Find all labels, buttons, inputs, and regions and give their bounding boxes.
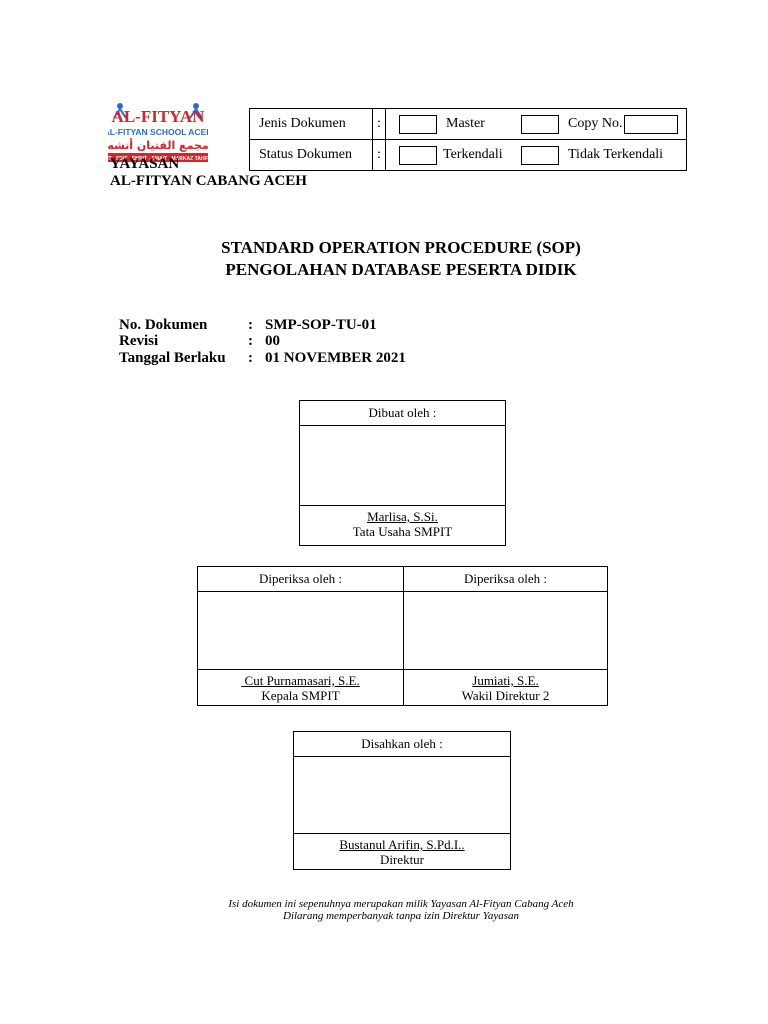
meta-value: 01 NOVEMBER 2021	[265, 350, 406, 366]
document-title: STANDARD OPERATION PROCEDURE (SOP)	[221, 238, 581, 257]
approved-by-heading: Disahkan oleh :	[294, 732, 510, 757]
prepared-by-name: Marlisa, S.Si.	[367, 509, 438, 524]
meta-colon: :	[248, 317, 253, 333]
checked-by-role-2: Wakil Direktur 2	[461, 688, 550, 703]
checked-by-signatory-1: Cut Purnamasari, S.E. Kepala SMPIT	[198, 669, 403, 705]
checked-by-signatory-2: Jumiati, S.E. Wakil Direktur 2	[404, 669, 607, 705]
prepared-by-heading: Dibuat oleh :	[300, 401, 505, 426]
meta-key: No. Dokumen	[119, 317, 208, 333]
uncontrolled-label: Tidak Terkendali	[568, 147, 664, 162]
column-divider	[403, 567, 404, 705]
prepared-by-role: Tata Usaha SMPIT	[352, 524, 453, 539]
meta-key: Tanggal Berlaku	[119, 350, 226, 366]
doc-type-label: Jenis Dokumen	[249, 108, 373, 140]
approved-by-name: Bustanul Arifin, S.Pd.I..	[339, 837, 465, 852]
svg-text:AL-FITYAN SCHOOL ACEH: AL-FITYAN SCHOOL ACEH	[108, 127, 208, 137]
copy-checkbox[interactable]	[521, 115, 559, 134]
prepared-by-signatory: Marlisa, S.Si. Tata Usaha SMPIT	[300, 505, 505, 545]
meta-colon: :	[248, 350, 253, 366]
controlled-checkbox[interactable]	[399, 146, 437, 165]
al-fityan-logo: AL-FITYAN AL-FITYAN SCHOOL ACEH مجمع الف…	[108, 103, 208, 162]
org-name-line2: AL-FITYAN CABANG ACEH	[110, 173, 307, 189]
org-name-line1: YAYASAN	[110, 156, 180, 172]
checked-by-name-2: Jumiati, S.E.	[472, 673, 539, 688]
copy-no-label: Copy No.	[568, 116, 623, 131]
checked-by-heading-1: Diperiksa oleh :	[198, 567, 403, 592]
meta-key: Revisi	[119, 333, 159, 349]
footer-copy-restriction: Dilarang memperbanyak tanpa izin Direktu…	[283, 910, 519, 922]
checked-by-name-1: Cut Purnamasari, S.E.	[241, 673, 360, 688]
checked-by-heading-2: Diperiksa oleh :	[404, 567, 607, 592]
svg-text:AL-FITYAN: AL-FITYAN	[112, 107, 206, 126]
master-label: Master	[446, 116, 485, 131]
uncontrolled-checkbox[interactable]	[521, 146, 559, 165]
approved-by-role: Direktur	[379, 852, 425, 867]
doc-status-label: Status Dokumen	[249, 139, 373, 171]
doc-type-colon: :	[372, 108, 386, 140]
approved-by-box: Disahkan oleh : Bustanul Arifin, S.Pd.I.…	[293, 731, 511, 870]
doc-status-options: Terkendali Tidak Terkendali	[385, 139, 687, 171]
approved-by-signatory: Bustanul Arifin, S.Pd.I.. Direktur	[294, 833, 510, 869]
doc-status-row: Status Dokumen : Terkendali Tidak Terken…	[249, 139, 687, 171]
footer-ownership-note: Isi dokumen ini sepenuhnya merupakan mil…	[228, 898, 574, 910]
svg-text:TKIT - SDIT - SMPIT - SMAIT -: TKIT - SDIT - SMPIT - SMAIT - MARKAZ TAH…	[108, 156, 208, 162]
prepared-by-box: Dibuat oleh : Marlisa, S.Si. Tata Usaha …	[299, 400, 506, 546]
checked-by-role-1: Kepala SMPIT	[261, 688, 340, 703]
meta-colon: :	[248, 333, 253, 349]
master-checkbox[interactable]	[399, 115, 437, 134]
controlled-label: Terkendali	[443, 147, 503, 162]
svg-text:مجمع الفتيان أتشه: مجمع الفتيان أتشه	[108, 138, 208, 152]
doc-type-row: Jenis Dokumen : Master Copy No.	[249, 108, 687, 140]
document-subtitle: PENGOLAHAN DATABASE PESERTA DIDIK	[225, 260, 577, 279]
copy-no-field[interactable]	[624, 115, 678, 134]
checked-by-box: Diperiksa oleh : Diperiksa oleh : Cut Pu…	[197, 566, 608, 706]
document-control-table: Jenis Dokumen : Master Copy No. Status D…	[249, 108, 687, 171]
meta-value: 00	[265, 333, 280, 349]
doc-status-colon: :	[372, 139, 386, 171]
doc-type-options: Master Copy No.	[385, 108, 687, 140]
meta-value: SMP-SOP-TU-01	[265, 317, 377, 333]
